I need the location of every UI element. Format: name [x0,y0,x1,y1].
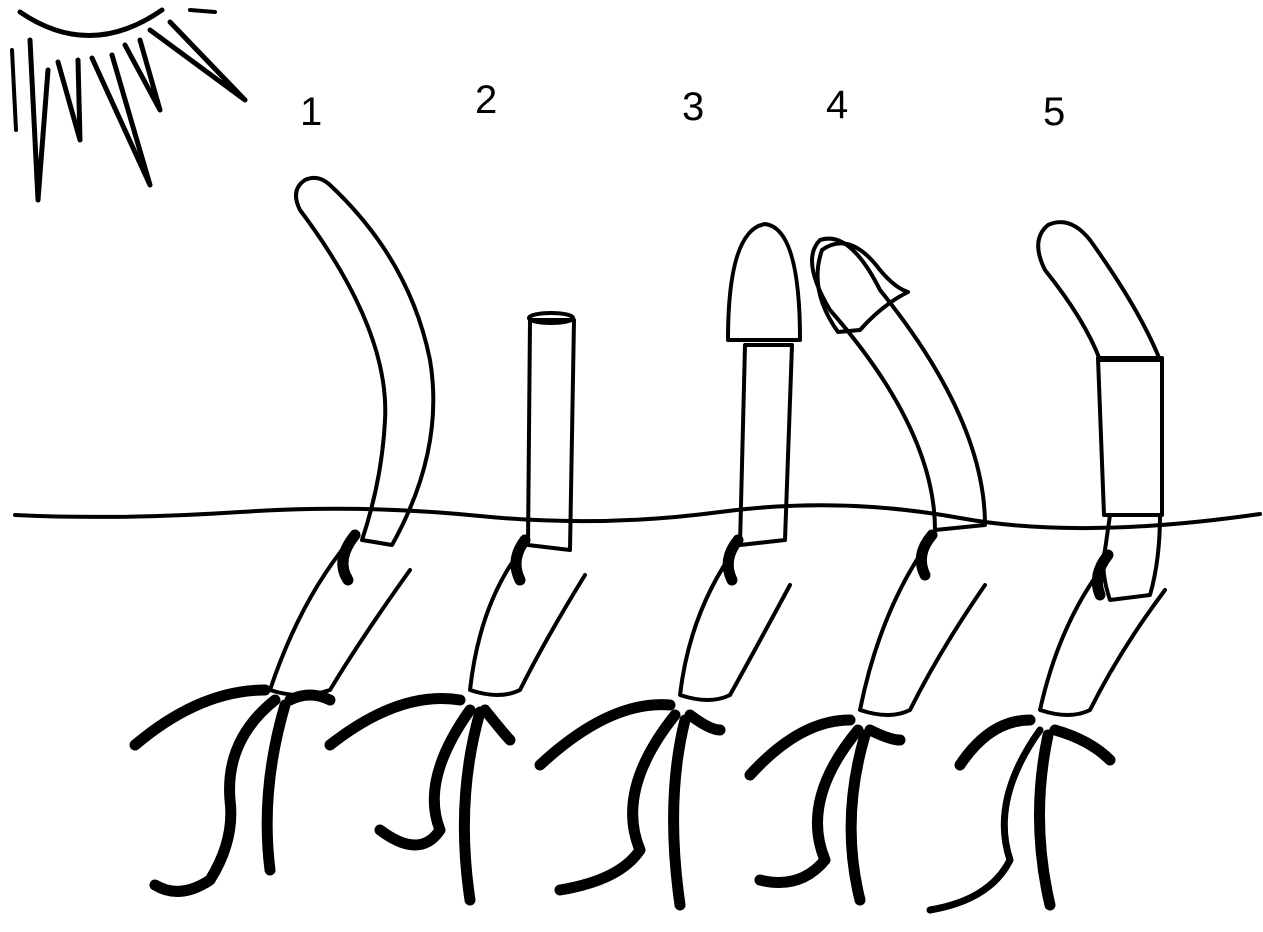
label-1: 1 [300,90,322,134]
roots-2 [330,698,510,900]
seed-5 [1040,555,1165,715]
seed-1 [270,535,410,695]
seedling-5 [930,222,1165,910]
seedling-4 [750,239,985,900]
label-5: 5 [1043,90,1065,134]
roots-1 [135,690,330,891]
label-3: 3 [682,85,704,129]
seedling-1 [135,178,433,892]
seed-4 [860,535,985,715]
opaque-cap [728,224,800,340]
roots-5 [930,720,1110,910]
label-4: 4 [826,83,848,127]
roots-3 [540,705,720,905]
seedling-2 [330,313,585,900]
seed-2 [470,540,585,695]
seed-3 [680,540,790,700]
label-2: 2 [475,78,497,122]
opaque-sleeve [1098,358,1162,515]
sun-icon [12,10,245,200]
soil-line [15,505,1260,528]
seedling-3 [540,224,800,905]
transparent-cap [818,243,908,332]
roots-4 [750,720,900,900]
